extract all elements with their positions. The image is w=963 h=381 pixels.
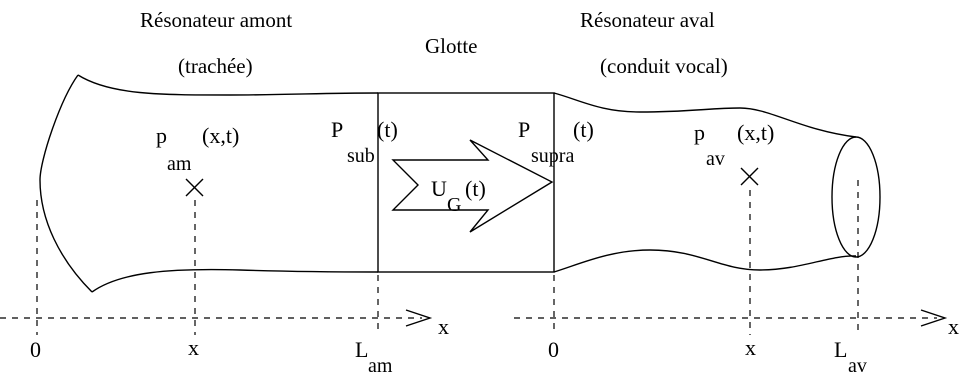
right-axis-name: x	[948, 314, 959, 339]
svg-text:(t): (t)	[465, 176, 486, 201]
upstream-title: Résonateur amont	[140, 8, 292, 32]
left-axis-name: x	[438, 314, 449, 339]
svg-text:(t): (t)	[377, 117, 398, 142]
svg-text:supra: supra	[531, 145, 574, 167]
label-p-sub: P sub (t)	[331, 117, 398, 167]
svg-text:av: av	[706, 148, 725, 170]
glottis-title: Glotte	[425, 34, 478, 58]
upstream-subtitle: (trachée)	[178, 54, 253, 78]
svg-text:L: L	[834, 337, 847, 362]
svg-text:p: p	[156, 123, 167, 148]
downstream-subtitle: (conduit vocal)	[600, 54, 728, 78]
svg-text:av: av	[848, 355, 867, 377]
svg-text:am: am	[167, 153, 192, 175]
left-tick-l-am: L am	[355, 337, 393, 377]
upstream-pressure-cross	[186, 179, 203, 196]
downstream-resonator-tube	[554, 93, 856, 272]
right-tick-x: x	[745, 335, 756, 360]
right-axis	[514, 310, 945, 326]
right-tick-origin: 0	[548, 337, 559, 362]
upstream-resonator-tube	[40, 75, 378, 292]
left-tick-origin: 0	[30, 337, 41, 362]
right-tick-l-av: L av	[834, 337, 867, 377]
label-p-supra: P supra (t)	[518, 117, 594, 167]
svg-text:(x,t): (x,t)	[737, 120, 774, 145]
svg-text:L: L	[355, 337, 368, 362]
label-p-av: p av (x,t)	[694, 120, 774, 170]
left-axis	[0, 310, 430, 326]
downstream-title: Résonateur aval	[580, 8, 715, 32]
svg-text:(t): (t)	[573, 117, 594, 142]
svg-text:P: P	[518, 117, 530, 142]
downstream-pressure-cross	[741, 168, 758, 185]
svg-text:p: p	[694, 120, 705, 145]
svg-text:P: P	[331, 117, 343, 142]
tube-opening-ellipse	[832, 137, 880, 257]
svg-text:G: G	[447, 194, 461, 216]
svg-text:sub: sub	[347, 145, 375, 167]
label-p-am: p am (x,t)	[156, 123, 239, 175]
svg-text:am: am	[368, 355, 393, 377]
svg-text:U: U	[431, 176, 447, 201]
left-tick-x: x	[188, 335, 199, 360]
svg-text:(x,t): (x,t)	[202, 123, 239, 148]
